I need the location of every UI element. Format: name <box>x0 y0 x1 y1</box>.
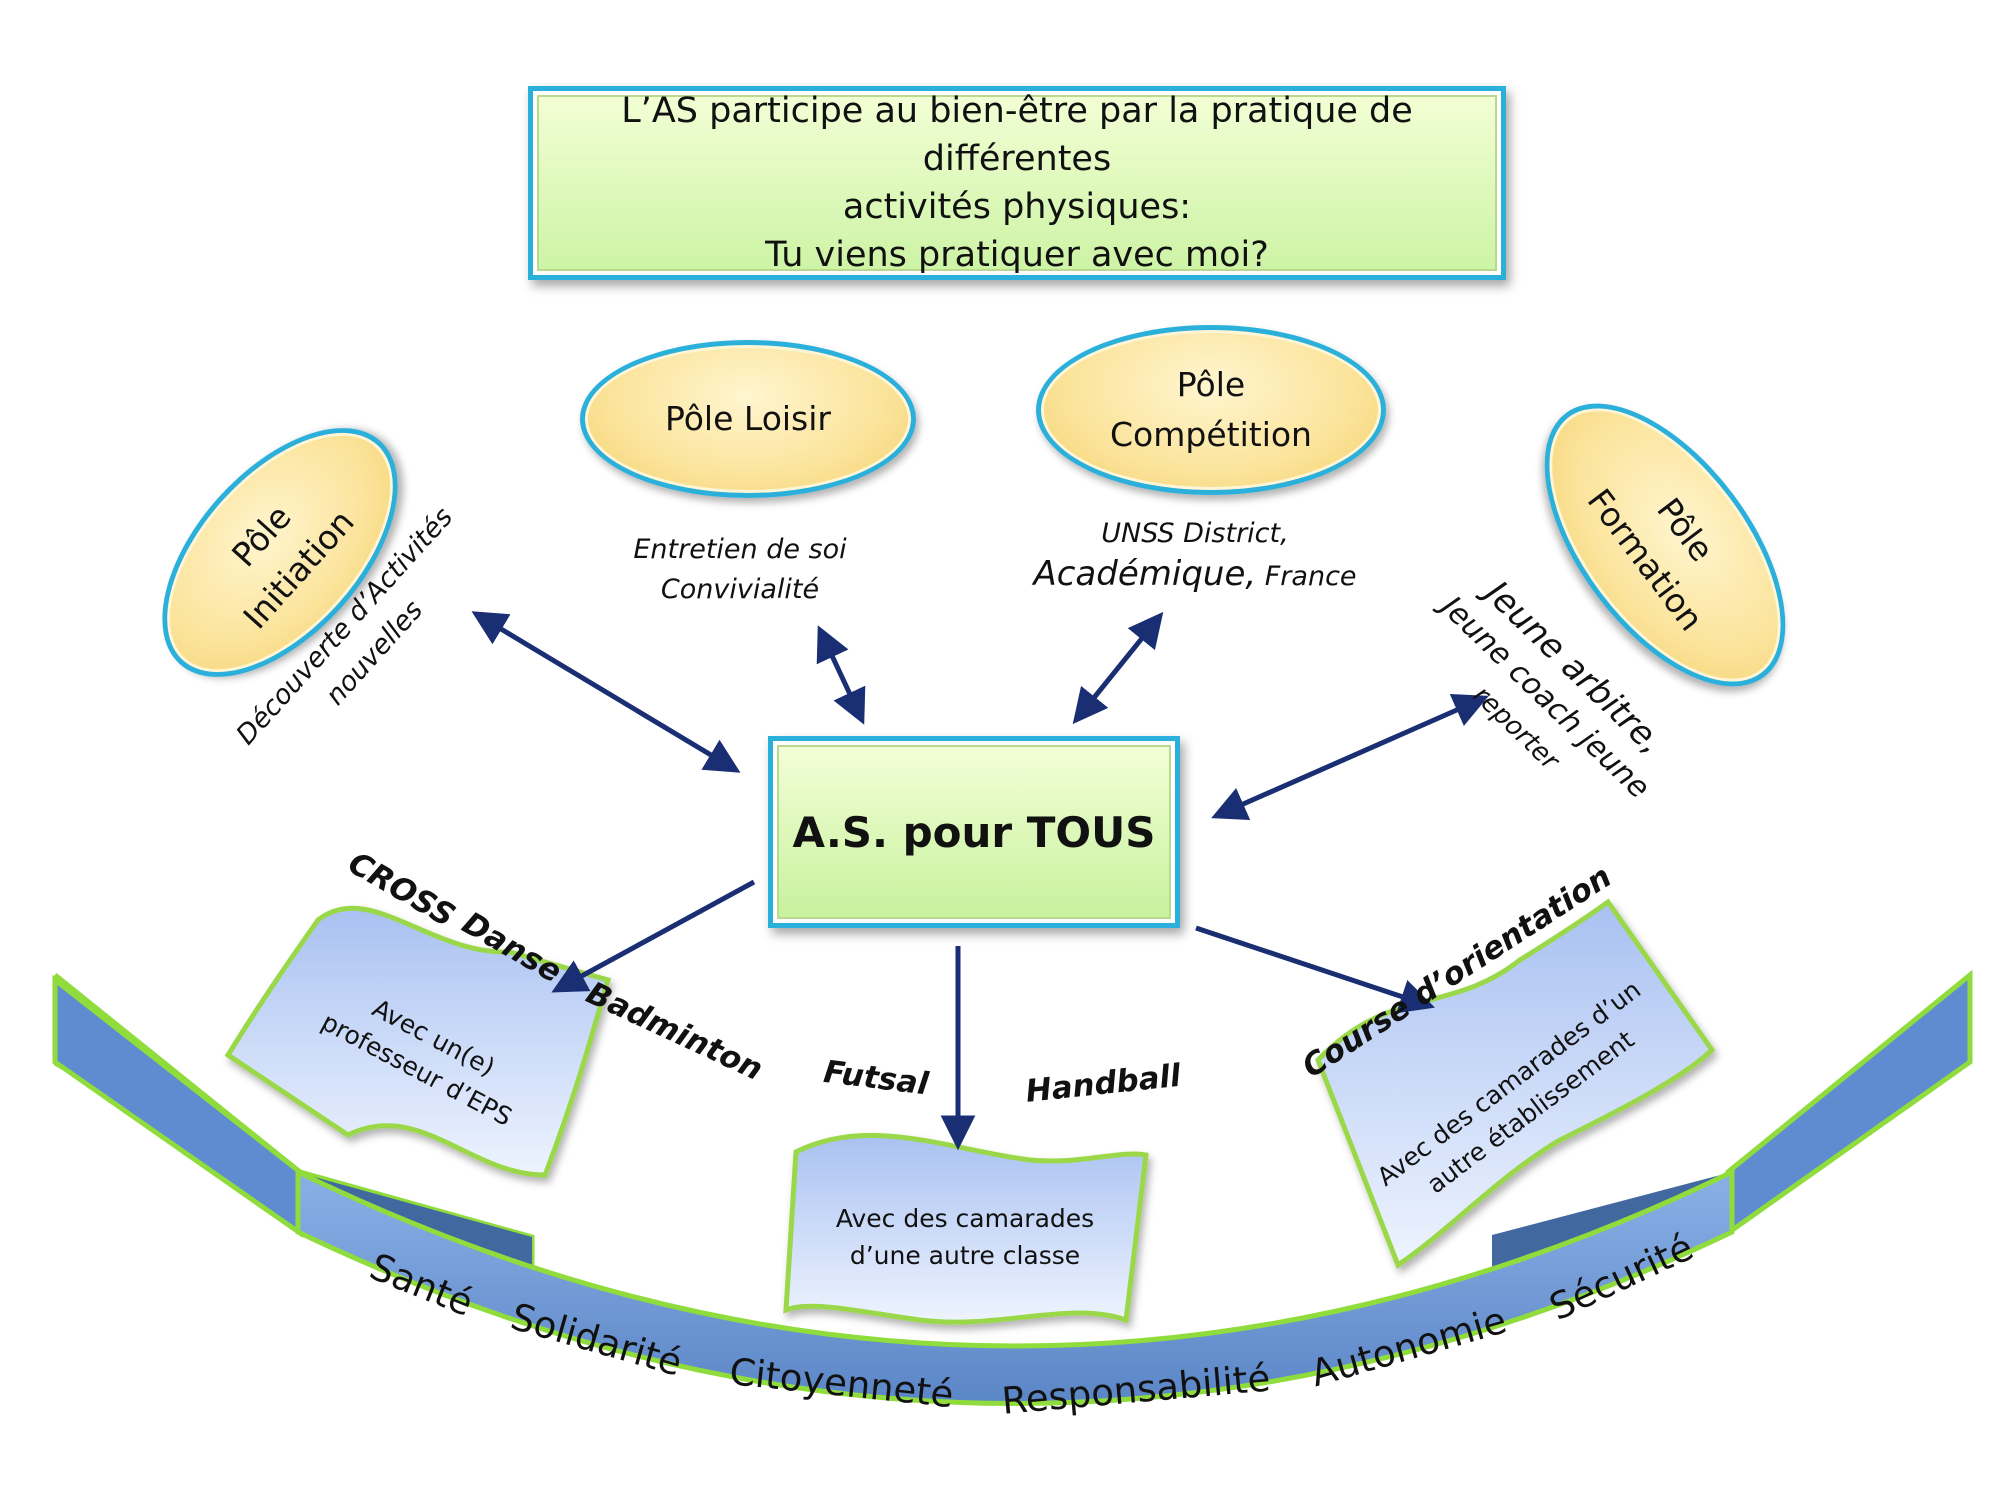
pole-competition: Pôle Compétition <box>1036 325 1386 495</box>
pole-loisir: Pôle Loisir <box>580 340 916 498</box>
intro-line-3: Tu viens pratiquer avec moi? <box>765 235 1269 275</box>
flag-left <box>224 905 612 1178</box>
center-box-label: A.S. pour TOUS <box>792 807 1156 857</box>
intro-line-2: activités physiques: <box>842 187 1192 227</box>
caption-competition-academique: Académique, <box>1033 554 1257 594</box>
arrow-loisir <box>816 625 866 725</box>
caption-loisir: Entretien de soi Convivialité <box>600 530 880 610</box>
flag-middle-line-1: Avec des camarades <box>835 1204 1095 1233</box>
pole-loisir-label: Pôle Loisir <box>665 399 831 438</box>
flag-middle <box>783 1132 1149 1325</box>
arrow-competition <box>1072 611 1164 725</box>
caption-competition-line-2: Académique, France <box>1030 554 1360 597</box>
values-banner <box>295 1168 1735 1406</box>
center-box: A.S. pour TOUS <box>768 736 1180 928</box>
intro-box: L’AS participe au bien-être par la prati… <box>528 86 1506 280</box>
caption-loisir-line-1: Entretien de soi <box>633 534 847 565</box>
caption-competition-line-1: UNSS District, <box>1101 518 1289 549</box>
pole-competition-line-2: Compétition <box>1110 415 1312 454</box>
flag-middle-line-2: d’une autre classe <box>849 1241 1081 1270</box>
caption-competition-france: France <box>1264 561 1357 592</box>
caption-competition: UNSS District, Académique, France <box>1030 514 1360 597</box>
arrow-initiation <box>471 611 741 773</box>
arrow-to-flag-left <box>551 879 756 993</box>
flag-middle-text: Avec des camarades d’une autre classe <box>805 1200 1125 1274</box>
arrow-formation <box>1211 693 1489 821</box>
pole-competition-line-1: Pôle <box>1176 365 1246 404</box>
intro-line-1: L’AS participe au bien-être par la prati… <box>621 91 1413 179</box>
caption-loisir-line-2: Convivialité <box>660 574 820 605</box>
flag-right <box>1315 898 1716 1269</box>
arrow-to-flag-right <box>1195 925 1435 1014</box>
